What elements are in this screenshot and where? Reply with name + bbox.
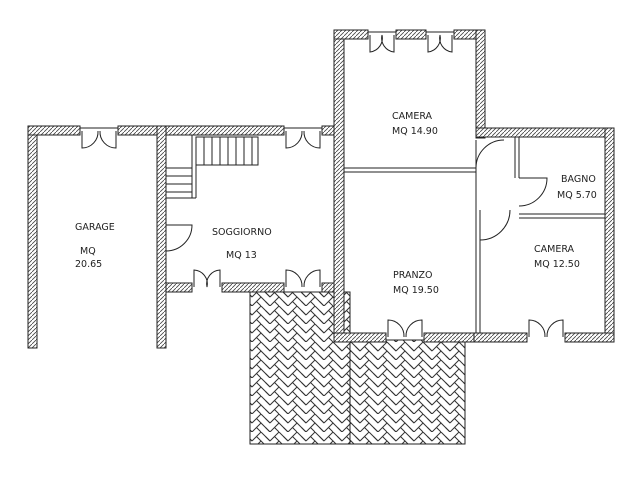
room-pranzo-name: PRANZO bbox=[393, 270, 433, 281]
door-camera2 bbox=[479, 209, 511, 241]
terrace-left bbox=[249, 291, 351, 445]
wall-garage-top bbox=[27, 125, 81, 136]
room-garage-name: GARAGE bbox=[75, 222, 115, 233]
room-bagno-name: BAGNO bbox=[561, 174, 596, 185]
wall-camera1-top-left bbox=[333, 29, 369, 40]
wall-right-wing-top bbox=[475, 127, 615, 138]
wall-garage-left bbox=[27, 125, 38, 349]
wall-bottom-camera2-right bbox=[564, 332, 615, 343]
wall-right-wing-right bbox=[604, 127, 615, 343]
door-bagno bbox=[518, 177, 548, 207]
room-soggiorno-area: MQ 13 bbox=[226, 250, 257, 261]
terrace-right bbox=[349, 339, 466, 445]
window-camera1-right bbox=[426, 31, 454, 53]
wall-central-spine bbox=[333, 29, 345, 343]
door-soggiorno bbox=[165, 224, 193, 252]
room-garage-area-label: MQ bbox=[80, 246, 96, 257]
room-camera1-area: MQ 14.90 bbox=[392, 126, 438, 137]
window-soggiorno-bottom-left bbox=[193, 269, 221, 288]
terrace-paving bbox=[249, 291, 466, 445]
window-soggiorno-bottom-right bbox=[285, 269, 321, 288]
room-labels: GARAGE MQ 20.65 SOGGIORNO MQ 13 CAMERA M… bbox=[75, 111, 597, 296]
window-camera2-bottom bbox=[528, 319, 564, 338]
wall-camera1-right bbox=[475, 29, 486, 139]
window-camera1-left bbox=[368, 31, 396, 53]
windows bbox=[80, 31, 564, 338]
wall-garage-divider bbox=[156, 125, 167, 349]
window-soggiorno-top bbox=[284, 127, 322, 149]
wall-soggiorno-bottom-left bbox=[165, 282, 193, 293]
wall-soggiorno-bottom-mid bbox=[221, 282, 285, 293]
room-camera2-name: CAMERA bbox=[534, 244, 575, 255]
room-garage-area: 20.65 bbox=[75, 259, 102, 270]
staircase bbox=[166, 136, 259, 193]
window-pranzo-bottom bbox=[387, 319, 423, 338]
internal-doors bbox=[165, 139, 548, 252]
wall-pranzo-bottom-right bbox=[423, 332, 475, 343]
room-pranzo-area: MQ 19.50 bbox=[393, 285, 439, 296]
window-garage bbox=[80, 127, 118, 149]
wall-soggiorno-bottom-right bbox=[321, 282, 335, 293]
room-bagno-area: MQ 5.70 bbox=[557, 190, 597, 201]
room-camera1-name: CAMERA bbox=[392, 111, 433, 122]
walls bbox=[27, 29, 615, 349]
wall-soggiorno-top-right bbox=[321, 125, 335, 136]
room-soggiorno-name: SOGGIORNO bbox=[212, 227, 272, 238]
door-camera1 bbox=[475, 139, 505, 169]
room-camera2-area: MQ 12.50 bbox=[534, 259, 580, 270]
wall-pranzo-bottom-left bbox=[333, 332, 387, 343]
wall-soggiorno-top bbox=[165, 125, 285, 136]
wall-camera1-top-mid bbox=[395, 29, 427, 40]
